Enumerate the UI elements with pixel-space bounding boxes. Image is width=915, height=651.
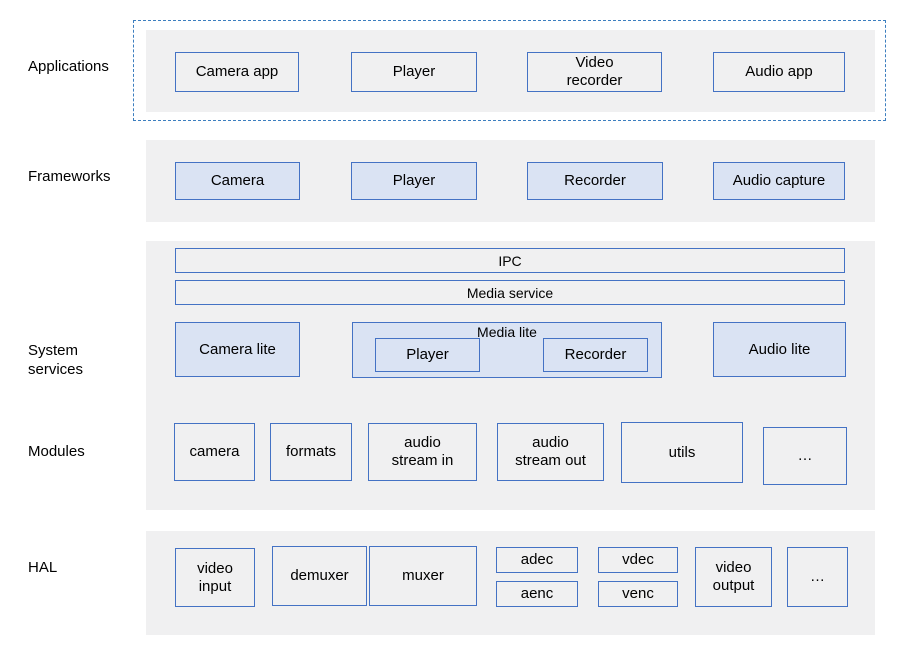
box-module-utils: utils bbox=[621, 422, 743, 483]
box-video-recorder-app: Video recorder bbox=[527, 52, 662, 92]
box-hal-vdec: vdec bbox=[598, 547, 678, 573]
bar-ipc: IPC bbox=[175, 248, 845, 273]
box-module-camera: camera bbox=[174, 423, 255, 481]
applications-band bbox=[146, 30, 875, 112]
box-audio-capture-framework: Audio capture bbox=[713, 162, 845, 200]
box-media-lite-recorder: Recorder bbox=[543, 338, 648, 372]
bar-media-service: Media service bbox=[175, 280, 845, 305]
box-camera-framework: Camera bbox=[175, 162, 300, 200]
box-media-lite-player: Player bbox=[375, 338, 480, 372]
box-hal-adec: adec bbox=[496, 547, 578, 573]
box-module-ellipsis: … bbox=[763, 427, 847, 485]
hal-band bbox=[146, 531, 875, 635]
box-hal-demuxer: demuxer bbox=[272, 546, 367, 606]
box-hal-venc: venc bbox=[598, 581, 678, 607]
box-hal-video-input: video input bbox=[175, 548, 255, 607]
box-audio-lite: Audio lite bbox=[713, 322, 846, 377]
box-audio-app: Audio app bbox=[713, 52, 845, 92]
box-hal-aenc: aenc bbox=[496, 581, 578, 607]
box-hal-ellipsis: … bbox=[787, 547, 848, 607]
box-camera-app: Camera app bbox=[175, 52, 299, 92]
layer-label-applications: Applications bbox=[28, 58, 109, 75]
box-module-audio-stream-out: audio stream out bbox=[497, 423, 604, 481]
box-hal-video-output: video output bbox=[695, 547, 772, 607]
box-player-app: Player bbox=[351, 52, 477, 92]
box-module-audio-stream-in: audio stream in bbox=[368, 423, 477, 481]
layer-label-hal: HAL bbox=[28, 559, 58, 576]
box-camera-lite: Camera lite bbox=[175, 322, 300, 377]
applications-dashed-frame bbox=[133, 20, 886, 121]
layer-label-modules: Modules bbox=[28, 443, 85, 460]
box-hal-muxer: muxer bbox=[369, 546, 477, 606]
box-recorder-framework: Recorder bbox=[527, 162, 663, 200]
layer-label-frameworks: Frameworks bbox=[28, 168, 111, 185]
box-module-formats: formats bbox=[270, 423, 352, 481]
media-lite-label: Media lite bbox=[477, 324, 537, 340]
box-player-framework: Player bbox=[351, 162, 477, 200]
layer-label-system-services: System services bbox=[28, 342, 84, 378]
